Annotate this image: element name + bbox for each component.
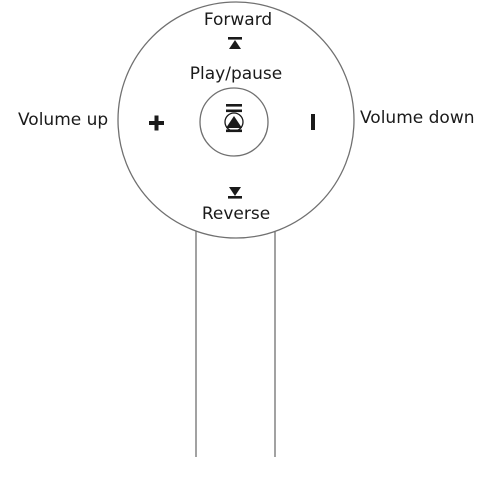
- volume-down-label: Volume down: [360, 108, 475, 128]
- reverse-label: Reverse: [201, 204, 271, 224]
- volume-up-label: Volume up: [18, 110, 109, 130]
- reverse-icon[interactable]: [228, 187, 242, 199]
- minus-icon[interactable]: [311, 114, 315, 130]
- forward-label: Forward: [203, 10, 273, 30]
- forward-icon[interactable]: [228, 37, 242, 49]
- play-pause-label: Play/pause: [189, 64, 283, 84]
- plus-icon[interactable]: [149, 115, 164, 131]
- play-pause-icon[interactable]: [224, 104, 244, 133]
